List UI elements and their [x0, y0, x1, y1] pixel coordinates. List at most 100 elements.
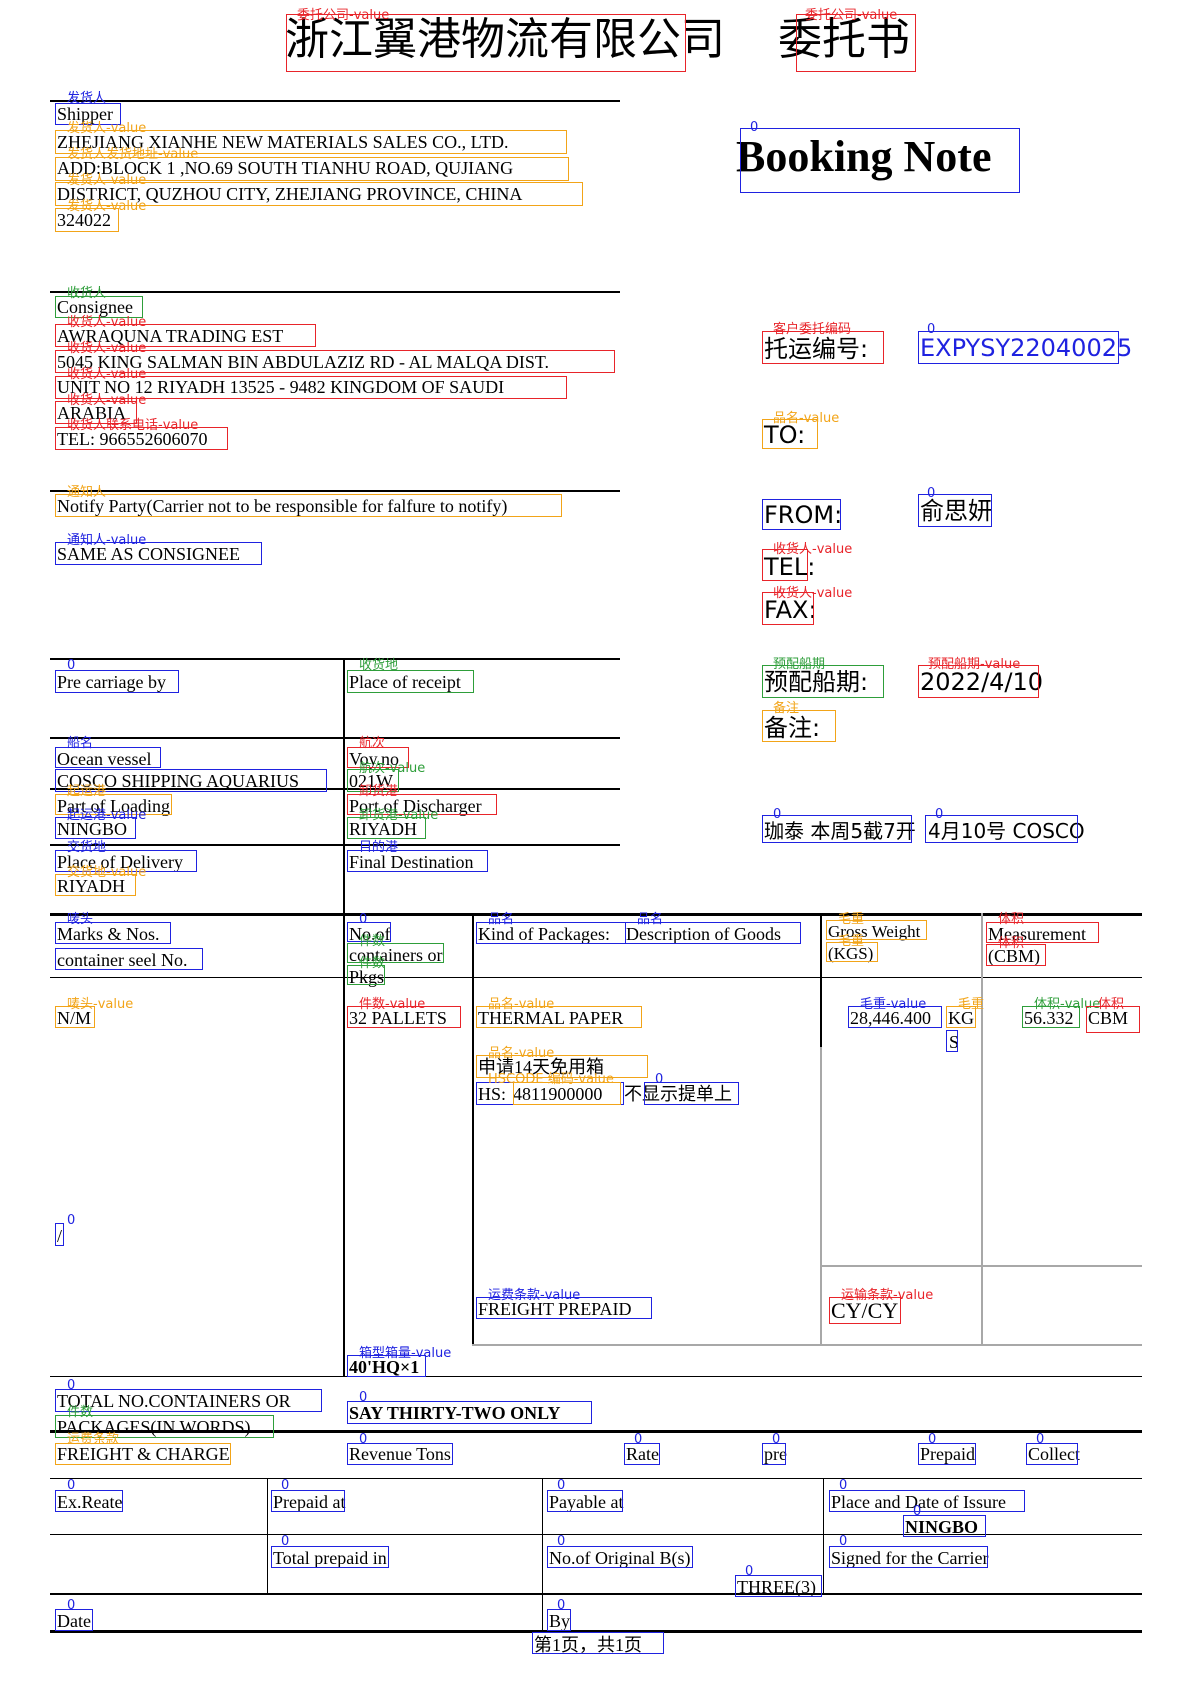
annotation-box	[55, 1006, 95, 1028]
annotation-box	[55, 157, 569, 181]
page-footer: 第1页，共1页	[534, 1635, 642, 1655]
annotation-box	[826, 942, 878, 962]
payable-at-label: Payable at	[549, 1492, 624, 1512]
annotation-box	[55, 296, 143, 318]
annotation-tag: 0	[359, 1390, 368, 1405]
annotation-tag: 件数-value	[359, 997, 426, 1012]
annotation-box	[762, 665, 884, 698]
place-of-issue-value: NINGBO	[905, 1517, 979, 1537]
annotation-box	[55, 182, 583, 206]
hs-note: 不显示提单上	[624, 1084, 732, 1104]
goods-note: 申请14天免用箱	[478, 1057, 604, 1077]
annotation-box	[347, 850, 488, 872]
annotation-box	[55, 1223, 64, 1246]
tel-label: TEL:	[764, 553, 816, 581]
annotation-tag: 0	[67, 1378, 76, 1393]
consignee-line: ARABIA	[57, 403, 127, 423]
annotation-box	[55, 401, 137, 424]
annotation-tag: 件数	[359, 956, 386, 971]
annotation-box	[829, 1297, 901, 1324]
marks-label: container seel No.	[57, 950, 188, 970]
annotation-box	[55, 769, 327, 792]
pre-carriage-label: Pre carriage by	[57, 672, 166, 692]
annotation-box	[1086, 1006, 1140, 1033]
signed-for-carrier-label: Signed for the Carrier	[831, 1548, 989, 1568]
divider	[50, 1478, 1142, 1479]
annotation-tag: 0	[928, 1432, 937, 1447]
annotation-box	[762, 419, 818, 449]
place-date-of-issue-label: Place and Date of Issure	[831, 1492, 1006, 1512]
annotation-tag: 0	[750, 120, 759, 135]
annotation-box	[513, 1082, 621, 1105]
measurement-unit: CBM	[1088, 1008, 1129, 1028]
annotation-tag: 发货人-value	[67, 173, 147, 188]
annotation-tag: HSCODE 编码-value	[488, 1072, 614, 1087]
annotation-box	[55, 1490, 123, 1512]
divider	[472, 1344, 1142, 1346]
annotation-tag: 0	[634, 1432, 643, 1447]
annotation-box	[286, 14, 686, 72]
divider	[50, 1534, 1142, 1535]
consignee-line: UNIT NO 12 RIYADH 13525 - 9482 KINGDOM O…	[57, 377, 505, 397]
annotation-tag: 0	[359, 912, 368, 927]
from-label: FROM:	[764, 501, 843, 529]
divider	[820, 913, 822, 1047]
annotation-tag: 通知人-value	[67, 533, 147, 548]
annotation-tag: 0	[557, 1534, 566, 1549]
annotation-box	[55, 948, 203, 970]
annotation-box	[347, 747, 409, 768]
total-packages-label: TOTAL NO.CONTAINERS OR	[57, 1391, 291, 1411]
remark-line: 珈泰 本周5截7开	[764, 819, 916, 843]
notify-value: SAME AS CONSIGNEE	[57, 544, 241, 564]
annotation-tag: 交货地	[67, 840, 107, 855]
vessel-label: Ocean vessel	[57, 749, 152, 769]
gross-weight-unit: S	[949, 1032, 960, 1052]
annotation-box	[55, 494, 562, 517]
annotation-box	[476, 1297, 652, 1319]
shipper-line: DISTRICT, QUZHOU CITY, ZHEJIANG PROVINCE…	[57, 184, 523, 204]
annotation-tag: 0	[935, 807, 944, 822]
port-of-discharge-label: Port of Discharger	[349, 796, 482, 816]
annotation-tag: 唛头-value	[67, 997, 134, 1012]
annotation-tag: 运费条款-value	[488, 1288, 581, 1303]
gross-weight-unit: KG	[948, 1008, 974, 1028]
annotation-tag: 航次-value	[359, 761, 426, 776]
annotation-tag: 0	[839, 1478, 848, 1493]
annotation-tag: 毛重-value	[860, 997, 927, 1012]
annotation-tag: 0	[773, 807, 782, 822]
annotation-box	[55, 1389, 322, 1412]
revenue-tons-label: Revenue Tons	[349, 1444, 451, 1464]
annotation-tag: 航次	[359, 736, 386, 751]
annotation-tag: 品名	[488, 912, 515, 927]
annotation-tag: 品名	[637, 912, 664, 927]
annotation-box	[848, 1006, 942, 1028]
divider	[267, 1478, 268, 1593]
annotation-box	[476, 1055, 648, 1078]
annotation-box	[735, 1575, 822, 1597]
annotation-box	[347, 769, 399, 792]
company-name: 浙江翼港物流有限公司	[285, 14, 725, 65]
measurement-value: 56.332	[1024, 1008, 1074, 1028]
annotation-tag: 卸货港-value	[359, 808, 439, 823]
annotation-box	[624, 1443, 660, 1465]
annotation-tag: 0	[281, 1478, 290, 1493]
annotation-box	[1022, 1006, 1080, 1028]
divider	[981, 913, 983, 1345]
annotation-tag: 件数	[67, 1405, 94, 1420]
annotation-tag: 起运港	[67, 784, 107, 799]
shipper-line: 324022	[57, 210, 111, 230]
annotation-box	[55, 376, 567, 399]
annotation-tag: 0	[67, 658, 76, 673]
annotation-box	[55, 350, 615, 373]
annotation-box	[55, 208, 119, 232]
annotation-box	[1026, 1443, 1078, 1465]
annotation-box	[55, 670, 179, 693]
annotation-box	[547, 1546, 693, 1568]
original-bl-value: THREE(3)	[737, 1577, 816, 1597]
hs-code-value: 4811900000	[513, 1084, 603, 1104]
annotation-tag: 体积-value	[1034, 997, 1101, 1012]
annotation-tag: 0	[745, 1564, 754, 1579]
description-label: Description of Goods	[626, 924, 781, 944]
annotation-box	[740, 128, 1020, 193]
gross-weight-label: (KGS)	[828, 944, 874, 963]
